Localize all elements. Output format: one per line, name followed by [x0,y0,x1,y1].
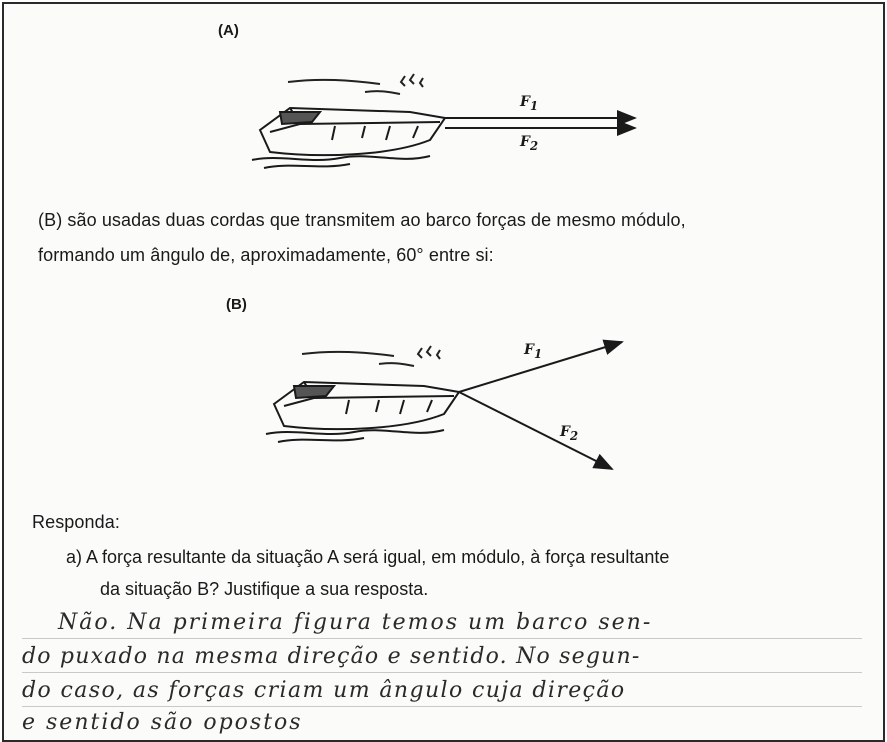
answer-rule-2 [22,672,862,673]
figure-b-label: (B) [226,296,247,313]
wind-lines [287,78,401,95]
force-f2-label-b: F2 [560,424,579,443]
force-f2-label-a: F2 [520,134,539,153]
wind-lines [301,350,415,367]
figure-a-label: (A) [218,22,239,39]
answer-rule-3 [22,706,862,707]
answer-rule-1 [22,638,862,639]
answer-line-4: e sentido são opostos [22,710,303,735]
description-b-line2: formando um ângulo de, aproximadamente, … [38,245,494,265]
question-a-line2: da situação B? Justifique a sua resposta… [100,579,429,599]
figure-b-diagram [265,339,624,470]
force-f1-label-a: F1 [520,94,539,113]
answer-line-1: Não. Na primeira figura temos um barco s… [58,610,653,635]
question-prompt: Responda: [32,512,120,532]
figure-a-diagram [251,73,637,169]
question-a-line1: a) A força resultante da situação A será… [66,547,670,567]
splash-marks [399,73,424,88]
splash-marks [416,345,441,360]
force-f1-label-b: F1 [524,342,543,361]
answer-line-3: do caso, as forças criam um ângulo cuja … [22,678,626,703]
answer-line-2: do puxado na mesma direção e sentido. No… [22,644,641,669]
boat-a-icon [251,106,447,169]
description-b-line1: (B) são usadas duas cordas que transmite… [38,210,686,230]
boat-b-icon [265,380,461,443]
